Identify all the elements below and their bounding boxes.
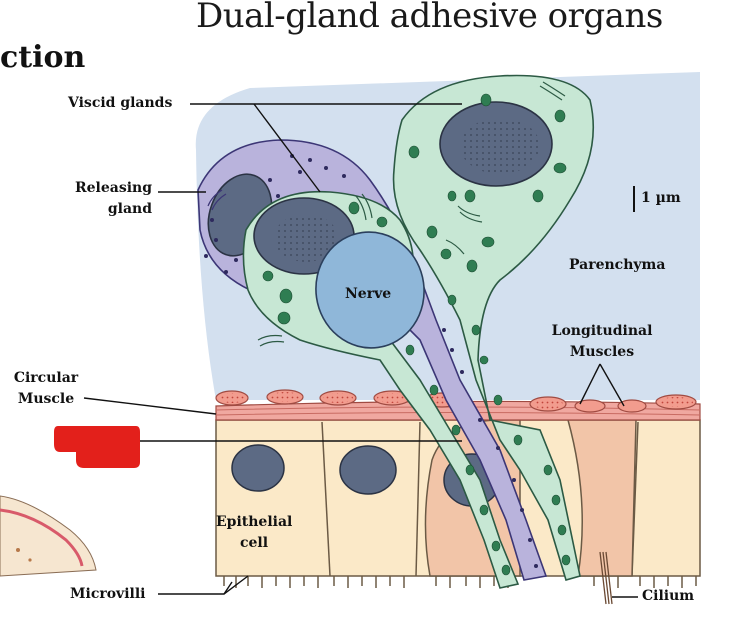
label-scale-bar: 1 µm [641,190,681,206]
label-viscid-glands: Viscid glands [68,95,173,111]
epithelial-nucleus [339,445,397,495]
label-parenchyma: Parenchyma [569,257,666,273]
longitudinal-muscle-bundle [617,399,647,413]
redaction-mark [54,426,140,468]
longitudinal-muscle-bundle [574,399,606,413]
label-longitudinal-muscles: Longitudinal Muscles [551,323,653,360]
circular-leader [83,397,217,415]
viscid-gland-large [392,74,595,581]
longitudinal-leader-b [599,363,625,407]
label-cilium: Cilium [642,588,695,604]
label-circular-muscle: Circular Muscle [13,370,79,407]
label-releasing-gland: Releasing gland [74,180,152,217]
microvilli [223,576,697,588]
epithelial-nucleus [231,444,285,492]
cilium [599,551,613,605]
label-microvilli: Microvilli [70,586,146,602]
longitudinal-leader-a [579,363,601,405]
viscid-leader-branch [253,103,321,193]
page-title: Dual-gland adhesive organs [196,0,663,36]
label-nerve: Nerve [345,286,392,302]
microvilli-leader-a [158,575,249,595]
label-epithelial-cell: Epithelial cell [216,514,293,551]
nerve [315,231,425,349]
microvilli-leader-b [223,581,233,595]
section-heading-fragment: ction [0,40,86,75]
